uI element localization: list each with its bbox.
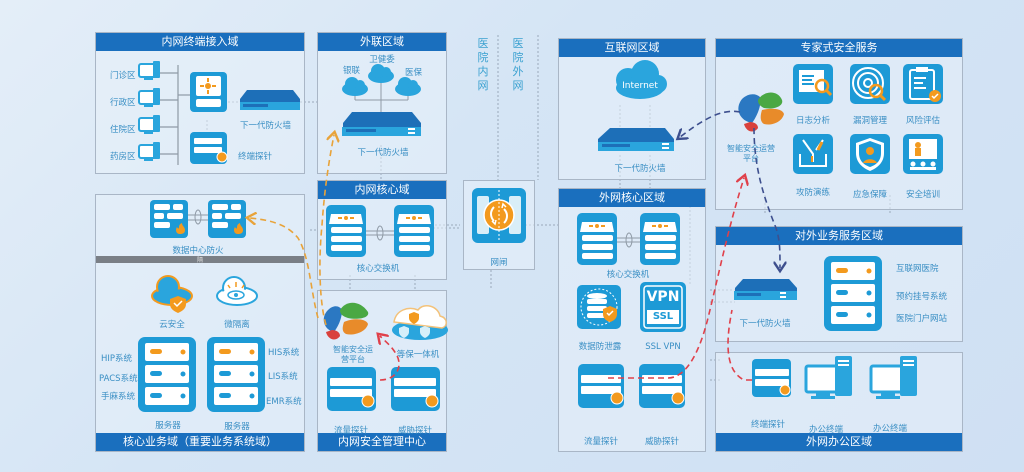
extranet-core-domain: 外网核心区域 [558,188,706,452]
system-label: 手麻系统 [101,392,136,402]
zone-label: 药房区 [110,152,136,162]
office-domain-title: 外网办公区域 [716,433,962,451]
threat-probe-label: 威胁探针 [397,426,433,436]
extranet-label: 医院外网 [512,37,524,92]
service-label: 应急保障 [852,190,888,200]
system-label: LIS系统 [268,372,298,382]
core-switch-label: 核心交换机 [356,264,400,274]
traffic-probe-label: 流量探针 [333,426,369,436]
cloud-label: 银联 [343,66,361,76]
firewall-label: 下一代防火墙 [739,319,791,329]
terminal-domain-title: 内网终端接入域 [96,33,304,51]
service-label: 日志分析 [795,116,831,126]
platform-label: 智能安全运营平台 [727,144,775,163]
system-label: HIP系统 [101,354,133,364]
server-label: 服务器 [155,421,181,431]
compliance-label: 等保一体机 [396,350,440,360]
firewall-label: 下一代防火墙 [614,164,666,174]
traffic-probe-label: 流量探针 [583,437,619,447]
isolation-wall [96,256,304,263]
gateway-label: 网闸 [490,258,508,268]
service-label: 安全培训 [905,190,941,200]
intranet-core-title: 内网核心域 [318,181,446,199]
server-label: 服务器 [224,422,250,432]
service-label: 互联网医院 [896,264,939,274]
terminal-label: 办公终端 [808,425,844,435]
system-label: PACS系统 [99,374,138,384]
expert-service-title: 专家式安全服务 [716,39,962,57]
office-domain: 外网办公区域 [715,352,963,452]
intranet-label: 医院内网 [477,37,489,92]
firewall-label: 下一代防火墙 [357,148,409,158]
platform-label: 智能安全运营平台 [333,345,373,364]
internet-domain: 互联网区域 [558,38,706,180]
probe-label: 终端探针 [750,420,786,430]
internet-domain-title: 互联网区域 [559,39,705,57]
cloud-label: 医保 [405,68,423,78]
service-label: 风险评估 [905,116,941,126]
vpn-label: SSL VPN [645,342,681,352]
probe-label: 终端探针 [238,152,273,162]
internet-label: Internet [622,81,658,91]
service-label: 攻防演练 [795,188,831,198]
zone-label: 门诊区 [110,71,136,81]
external-domain-title: 外联区域 [318,33,446,51]
security-center-title: 内网安全管理中心 [318,433,446,451]
micro-isolation-label: 微隔离 [224,320,250,330]
core-business-title: 核心业务域（重要业务系统域） [96,433,304,451]
wall-label: 隔 [196,257,204,264]
zone-label: 行政区 [110,98,136,108]
system-label: HIS系统 [268,348,300,358]
service-label: 医院门户网站 [896,314,948,324]
terminal-label: 办公终端 [872,424,908,434]
extranet-core-title: 外网核心区域 [559,189,705,207]
dlp-label: 数据防泄露 [578,342,622,352]
service-label: 漏洞管理 [852,116,888,126]
public-service-title: 对外业务服务区域 [716,227,962,245]
system-label: EMR系统 [266,397,302,407]
dc-firewall-label: 数据中心防火 [172,246,224,256]
core-switch-label: 核心交换机 [606,270,650,280]
cloud-label: 卫健委 [369,55,395,65]
cloud-security-label: 云安全 [159,320,185,330]
external-domain: 外联区域 [317,32,447,174]
vpn-icon-bottom: SSL [652,311,674,322]
zone-label: 住院区 [110,125,136,135]
vpn-icon-top: VPN [646,289,680,305]
threat-probe-label: 威胁探针 [644,437,680,447]
firewall-label: 下一代防火墙 [240,121,292,131]
service-label: 预约挂号系统 [896,292,948,302]
core-business-domain: 核心业务域（重要业务系统域） [95,194,305,452]
